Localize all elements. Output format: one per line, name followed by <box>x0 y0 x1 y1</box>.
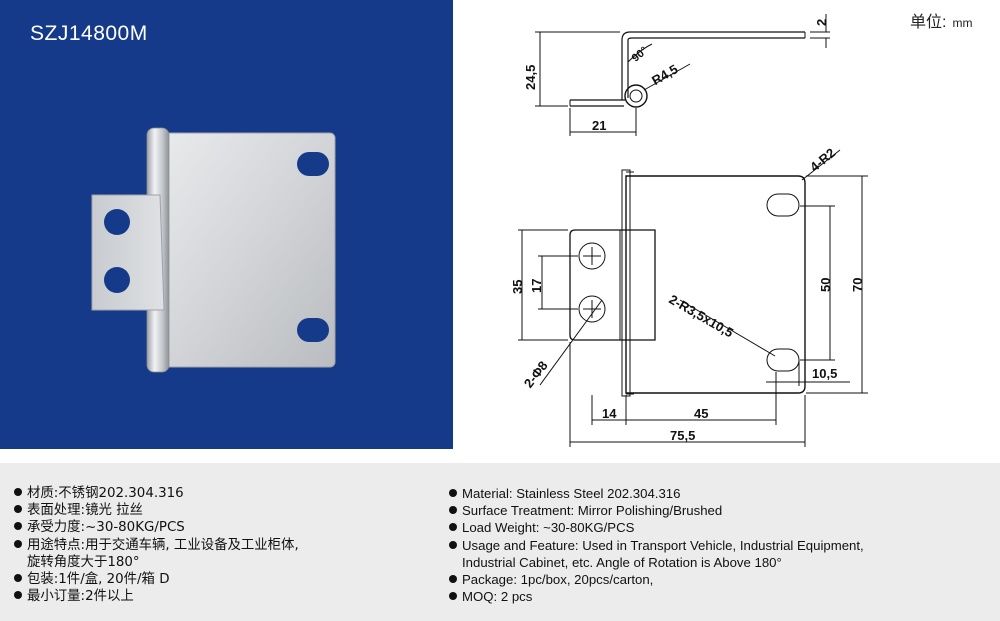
front-view <box>518 149 868 447</box>
spec-item: 表面处理:镜光 拉丝 <box>14 502 299 519</box>
dim-bend-radius: R4,5 <box>649 61 680 88</box>
dim-plate-span: 45 <box>694 406 708 421</box>
spec-item: Surface Treatment: Mirror Polishing/Brus… <box>449 502 864 519</box>
leaf-hole-bottom <box>104 267 130 293</box>
model-code: SZJ14800M <box>30 22 148 45</box>
hinge-small-leaf <box>91 194 165 311</box>
unit-label: 单位:mm <box>910 14 973 31</box>
bullet-icon <box>449 592 457 601</box>
spec-item: Usage and Feature: Used in Transport Veh… <box>449 537 864 554</box>
dim-hole-spacing: 17 <box>529 279 544 293</box>
dim-slot-offset: 10,5 <box>812 366 837 381</box>
product-photo-panel: SZJ14800M <box>0 0 453 449</box>
bullet-icon <box>14 539 22 548</box>
bullet-icon <box>14 505 22 514</box>
technical-drawing: 2 24,5 90° R4,5 21 4-R2 35 17 50 70 2-R3… <box>510 14 868 447</box>
spec-item: Load Weight: ~30-80KG/PCS <box>449 519 864 536</box>
dim-thickness: 2 <box>814 19 829 26</box>
spec-item: MOQ: 2 pcs <box>449 588 864 605</box>
slot-top <box>297 152 329 176</box>
bullet-icon <box>14 591 22 600</box>
spec-list-english: Material: Stainless Steel 202.304.316 Su… <box>449 485 864 605</box>
spec-panel: 材质:不锈钢202.304.316 表面处理:镜光 拉丝 承受力度:~30-80… <box>0 463 1000 621</box>
dim-angle: 90° <box>630 45 650 65</box>
bullet-icon <box>14 488 22 496</box>
spec-item-continuation: 旋转角度大于180° <box>27 554 140 570</box>
bullet-icon <box>449 523 457 532</box>
bullet-icon <box>449 575 457 584</box>
dim-flange: 21 <box>592 118 606 133</box>
dim-total-width: 75,5 <box>670 428 695 443</box>
dim-corner-radius: 4-R2 <box>807 145 838 175</box>
bullet-icon <box>449 540 457 549</box>
spec-item: Package: 1pc/box, 20pcs/carton, <box>449 571 864 588</box>
spec-item: Material: Stainless Steel 202.304.316 <box>449 485 864 502</box>
bullet-icon <box>14 574 22 583</box>
hinge-photo <box>91 127 336 373</box>
spec-item: 包装:1件/盒, 20件/箱 D <box>14 571 299 588</box>
side-view <box>535 14 830 136</box>
spec-item: 承受力度:~30-80KG/PCS <box>14 519 299 536</box>
spec-item: 材质:不锈钢202.304.316 <box>14 485 299 502</box>
dim-left-offset: 14 <box>602 406 617 421</box>
leaf-hole-top <box>104 209 130 235</box>
spec-item: 用途特点:用于交通车辆, 工业设备及工业柜体, <box>14 537 299 554</box>
bullet-icon <box>14 522 22 531</box>
dim-total-height: 70 <box>850 278 865 292</box>
slot-bottom <box>297 318 329 342</box>
dim-height-side: 24,5 <box>523 65 538 90</box>
dim-slot-spacing: 50 <box>818 278 833 292</box>
bullet-icon <box>449 489 457 497</box>
dim-left-height: 35 <box>510 280 525 294</box>
spec-item: 最小订量:2件以上 <box>14 588 299 605</box>
spec-list-chinese: 材质:不锈钢202.304.316 表面处理:镜光 拉丝 承受力度:~30-80… <box>14 485 299 605</box>
bullet-icon <box>449 506 457 515</box>
spec-item-continuation: Industrial Cabinet, etc. Angle of Rotati… <box>462 554 782 570</box>
dim-hole-diameter: 2-Φ8 <box>521 358 551 390</box>
dim-slot-size: 2-R3,5x10,5 <box>667 292 736 341</box>
